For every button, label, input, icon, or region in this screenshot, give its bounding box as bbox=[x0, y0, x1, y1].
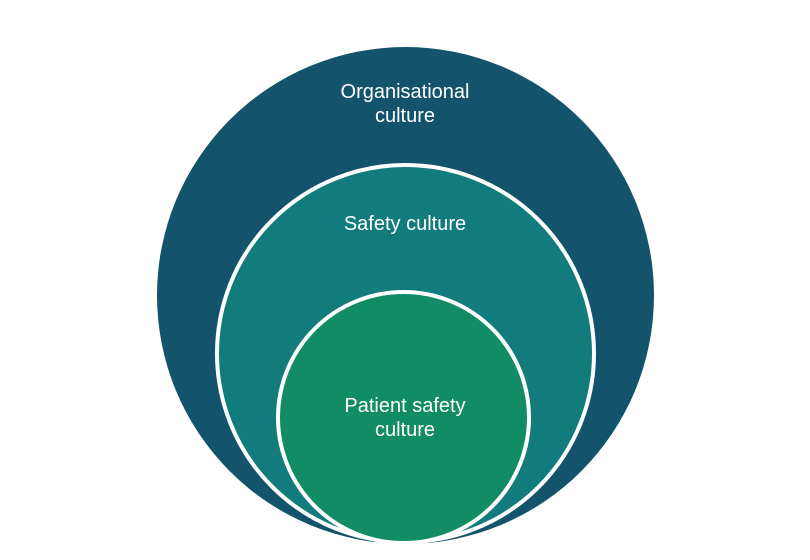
organisational-culture-label: Organisational culture bbox=[305, 80, 505, 128]
patient-safety-culture-label-line-1: Patient safety bbox=[344, 395, 466, 417]
patient-safety-culture-label-line-2: culture bbox=[374, 419, 436, 441]
organisational-culture-label-line-2: culture bbox=[374, 105, 436, 127]
patient-safety-culture-label: Patient safety culture bbox=[305, 394, 505, 442]
patient-safety-culture-circle bbox=[276, 290, 531, 545]
organisational-culture-label-line-1: Organisational bbox=[340, 81, 470, 103]
safety-culture-label-line-1: Safety culture bbox=[343, 213, 467, 235]
safety-culture-label: Safety culture bbox=[305, 212, 505, 236]
